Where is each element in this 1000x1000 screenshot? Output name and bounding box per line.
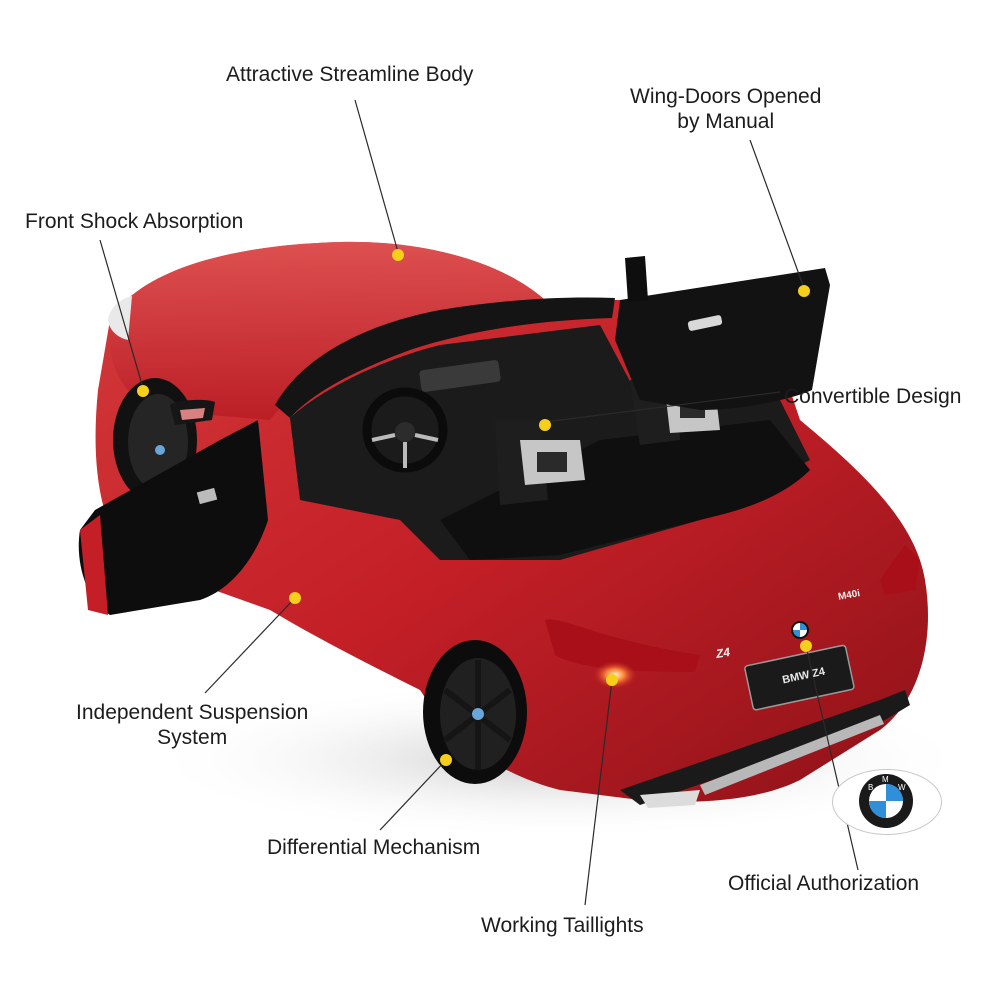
label-convertible-design: Convertible Design xyxy=(784,385,962,408)
taillight-right xyxy=(880,545,920,595)
left-door-open xyxy=(78,420,268,615)
door-handle-right xyxy=(687,315,723,331)
logo-letter-w: W xyxy=(898,783,906,792)
dot-suspension xyxy=(289,592,301,604)
mirror-right xyxy=(625,256,648,302)
door-handle-left xyxy=(196,487,218,505)
seat-left xyxy=(495,420,585,505)
leader-body xyxy=(354,99,399,253)
leader-wing-doors xyxy=(749,139,805,289)
license-plate xyxy=(744,644,855,711)
leader-front-shock xyxy=(99,239,144,389)
leader-authorization xyxy=(805,645,859,871)
leader-lines xyxy=(99,99,859,906)
taillight-left xyxy=(545,619,700,672)
leader-convertible xyxy=(544,391,781,423)
dot-taillights xyxy=(606,674,618,686)
label-official-authorization: Official Authorization xyxy=(728,872,920,895)
label-attractive-streamline-body: Attractive Streamline Body xyxy=(226,63,474,86)
trunk-bmw-roundel xyxy=(791,621,809,639)
rear-diffuser xyxy=(620,690,910,805)
label-wing-doors: Wing-Doors Opened by Manual xyxy=(630,85,822,133)
logo-letter-b: B xyxy=(868,783,873,792)
dot-convertible xyxy=(539,419,551,431)
label-differential-mechanism: Differential Mechanism xyxy=(267,836,481,859)
callout-dots xyxy=(137,249,812,766)
door-edge xyxy=(80,515,108,615)
mirror-glass xyxy=(180,408,205,420)
chrome-strip xyxy=(700,715,884,795)
label-front-shock-absorption: Front Shock Absorption xyxy=(25,210,244,233)
rear-wheel xyxy=(423,640,527,784)
exhaust-left xyxy=(640,790,700,808)
steering-wheel xyxy=(362,387,448,473)
leader-suspension xyxy=(204,597,296,694)
rear-deck xyxy=(440,420,810,560)
windshield-frame xyxy=(275,297,615,418)
dot-authorization xyxy=(800,640,812,652)
logo-letter-m: M xyxy=(882,775,889,784)
dot-body xyxy=(392,249,404,261)
dot-front-shock xyxy=(137,385,149,397)
leader-differential xyxy=(379,759,447,831)
label-working-taillights: Working Taillights xyxy=(481,914,644,937)
hood xyxy=(109,241,546,420)
badge-z4: Z4 xyxy=(714,644,732,662)
label-independent-suspension: Independent Suspension System xyxy=(76,701,309,749)
dot-differential xyxy=(440,754,452,766)
dot-wing-doors xyxy=(798,285,810,297)
dashboard-screen xyxy=(419,360,501,392)
right-door-open xyxy=(615,268,830,410)
leader-taillights xyxy=(584,679,613,906)
